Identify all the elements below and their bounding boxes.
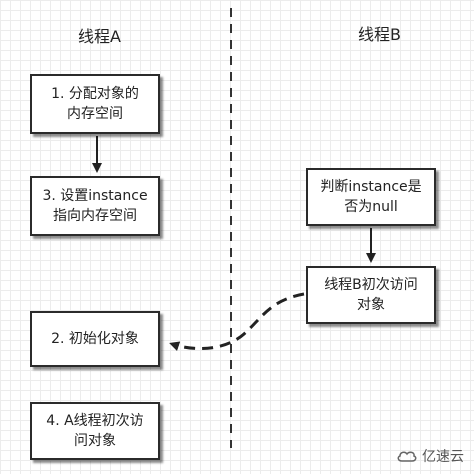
lane-title-thread-b: 线程B — [358, 25, 401, 44]
step-box-allocate-memory: 1. 分配对象的 内存空间 — [30, 74, 160, 134]
watermark-text: 亿速云 — [422, 449, 464, 465]
step-label: 判断instance是 否为null — [320, 179, 422, 215]
step-label: 2. 初始化对象 — [51, 331, 139, 347]
step-box-check-instance-null: 判断instance是 否为null — [306, 168, 436, 226]
step-label: 4. A线程初次访 问对象 — [46, 413, 144, 449]
step-box-initialize-object: 2. 初始化对象 — [30, 311, 160, 367]
step-box-thread-a-first-access: 4. A线程初次访 问对象 — [30, 402, 160, 460]
cloud-logo-icon — [397, 451, 417, 462]
lane-title-thread-a: 线程A — [78, 27, 121, 46]
watermark: 亿速云 — [396, 446, 464, 466]
step-box-thread-b-first-access: 线程B初次访问 对象 — [306, 266, 436, 324]
arrow-b2-to-a2 — [169, 292, 305, 351]
step-box-set-instance-pointer: 3. 设置instance 指向内存空间 — [30, 176, 160, 236]
step-label: 1. 分配对象的 内存空间 — [51, 86, 139, 122]
step-label: 线程B初次访问 对象 — [324, 277, 418, 313]
step-label: 3. 设置instance 指向内存空间 — [42, 188, 148, 224]
